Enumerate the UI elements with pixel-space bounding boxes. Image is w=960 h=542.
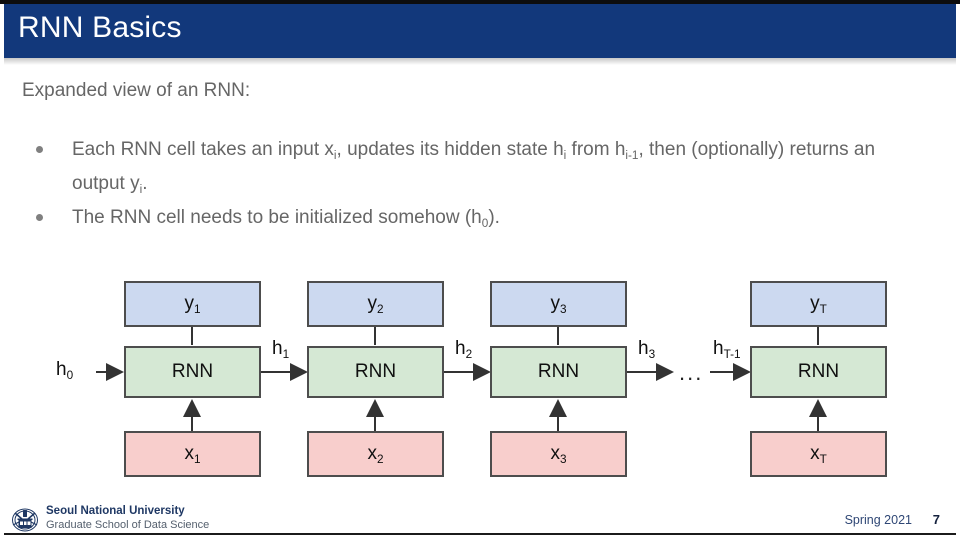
footer-divider	[4, 533, 956, 535]
output-box-3: y3	[490, 281, 627, 327]
output-box-1: y1	[124, 281, 261, 327]
university-name: Seoul National University	[46, 505, 185, 517]
list-item: The RNN cell needs to be initialized som…	[30, 202, 920, 236]
input-box-1: x1	[124, 431, 261, 477]
state-label-h1: h1	[272, 338, 290, 361]
snu-emblem-icon	[9, 503, 41, 535]
rnn-cell-t: RNN	[750, 346, 887, 398]
bullet-list: Each RNN cell takes an input xi, updates…	[30, 134, 920, 236]
term-label: Spring 2021	[844, 513, 912, 527]
state-label-h0: h0	[56, 359, 74, 382]
rnn-cell-2: RNN	[307, 346, 444, 398]
bullet-dot-icon	[36, 146, 43, 153]
output-box-2: y2	[307, 281, 444, 327]
header-drop-shadow	[4, 58, 956, 65]
input-box-2: x2	[307, 431, 444, 477]
intro-text: Expanded view of an RNN:	[22, 80, 251, 101]
rnn-cell-1: RNN	[124, 346, 261, 398]
state-label-ht-1: hT-1	[713, 338, 741, 361]
bullet-text: The RNN cell needs to be initialized som…	[72, 207, 500, 230]
list-item: Each RNN cell takes an input xi, updates…	[30, 134, 920, 202]
input-box-3: x3	[490, 431, 627, 477]
bullet-text: Each RNN cell takes an input xi, updates…	[72, 139, 876, 196]
rnn-cell-3: RNN	[490, 346, 627, 398]
state-label-h3: h3	[638, 338, 656, 361]
top-edge-strip	[0, 0, 960, 4]
bullet-dot-icon	[36, 214, 43, 221]
rnn-unrolled-diagram: y1 RNN x1 y2 RNN x2 y3 RNN x3 yT RNN xT …	[0, 255, 960, 490]
ellipsis-marker: ...	[679, 360, 704, 385]
school-name: Graduate School of Data Science	[46, 519, 210, 531]
output-box-t: yT	[750, 281, 887, 327]
page-number: 7	[932, 512, 940, 527]
state-label-h2: h2	[455, 338, 473, 361]
slide-header-bar	[4, 4, 956, 58]
page-title: RNN Basics	[18, 11, 182, 44]
input-box-t: xT	[750, 431, 887, 477]
